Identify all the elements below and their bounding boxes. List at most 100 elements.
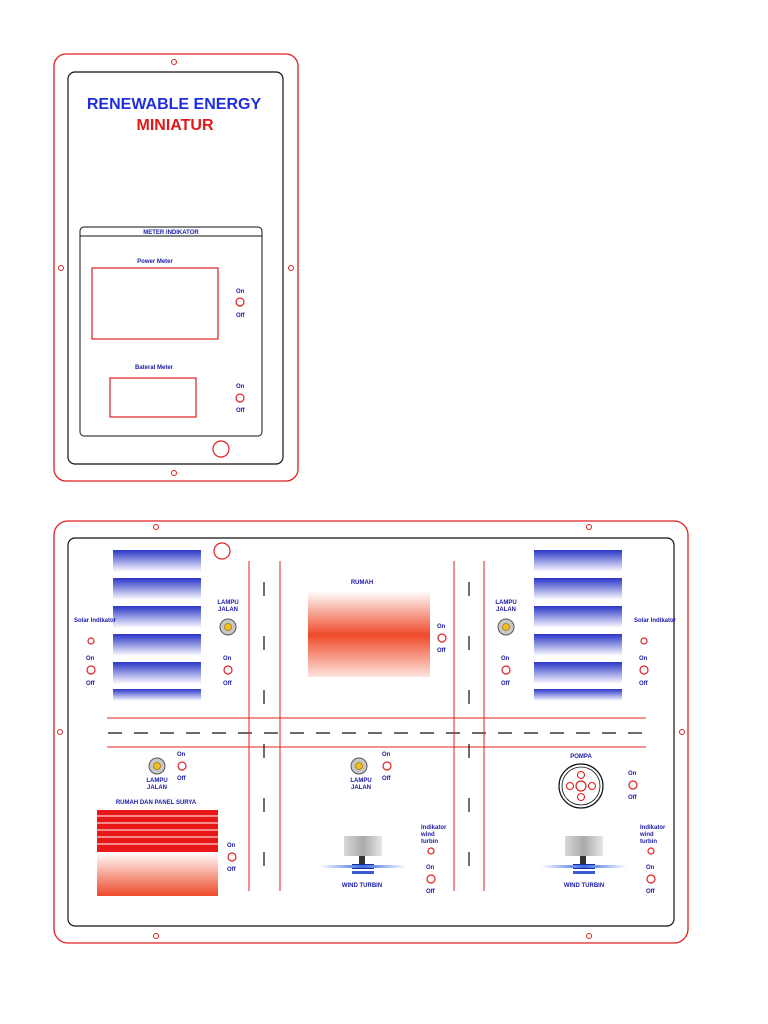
lamp-label: LAMPU [350, 778, 371, 784]
power-meter-label: Power Meter [137, 259, 173, 265]
solar-right-switch[interactable]: On Off [639, 656, 649, 687]
house-rumah: RUMAH [308, 580, 430, 677]
wind-indicator-label: turbin [421, 839, 438, 845]
meter-header: METER INDIKATOR [143, 230, 199, 236]
toggle-switch[interactable] [646, 874, 656, 884]
house-solar-switch[interactable]: On Off [227, 843, 237, 873]
wind-right-switch[interactable]: On Off [646, 865, 656, 895]
solar-left-switch[interactable]: On Off [86, 656, 96, 687]
toggle-switch[interactable] [639, 665, 649, 675]
battery-meter-label: Bateral Meter [135, 365, 174, 371]
solar-indicator-right: Solar Indikator [634, 618, 677, 645]
toggle-switch[interactable] [177, 761, 187, 771]
meter-indicator-box [79, 226, 263, 437]
wind-indicator-label: Indikator [421, 825, 447, 831]
power-button[interactable] [212, 440, 230, 458]
power-meter-switch[interactable]: On Off [235, 289, 246, 319]
top-panel-frame [67, 71, 284, 465]
switch-off-label: Off [646, 889, 656, 895]
house-roof [308, 591, 430, 635]
wind-indicator-label: wind [639, 832, 654, 838]
bottom-panel: Solar Indikator On Off Solar Indikator O… [53, 520, 689, 944]
mount-hole [57, 729, 63, 735]
lamp-bottom-middle-switch[interactable]: On Off [382, 752, 392, 782]
pump-label: POMPA [570, 754, 592, 760]
switch-on-label: On [639, 656, 648, 662]
switch-on-label: On [177, 752, 186, 758]
lamp-label: JALAN [351, 785, 371, 791]
pump-pompa: POMPA [558, 754, 604, 809]
toggle-switch[interactable] [235, 297, 245, 307]
toggle-switch[interactable] [223, 665, 233, 675]
switch-off-label: Off [628, 795, 638, 801]
lamp-top-right-switch[interactable]: On Off [501, 656, 511, 687]
top-panel: RENEWABLE ENERGY MINIATUR METER INDIKATO… [53, 53, 299, 482]
roof-solar-panel [97, 810, 218, 852]
switch-off-label: Off [223, 681, 233, 687]
switch-off-label: Off [426, 889, 436, 895]
street-lamp-bottom-left: LAMPU JALAN [146, 757, 168, 791]
street-lamp-bottom-middle: LAMPU JALAN [350, 757, 372, 791]
switch-off-label: Off [227, 867, 237, 873]
toggle-switch[interactable] [426, 874, 436, 884]
toggle-switch[interactable] [235, 393, 245, 403]
wind-turbine-right: WIND TURBIN [541, 836, 627, 889]
switch-on-label: On [236, 289, 245, 295]
wind-turbine-middle: WIND TURBIN [320, 836, 406, 889]
indicator-led [647, 847, 655, 855]
top-panel-outline [53, 53, 299, 482]
lamp-bottom-left-switch[interactable]: On Off [177, 752, 187, 782]
pump-switch[interactable]: On Off [628, 771, 638, 801]
power-button[interactable] [213, 542, 231, 560]
indicator-led [87, 637, 95, 645]
title-line2: MINIATUR [136, 117, 213, 134]
pump-icon [558, 763, 604, 809]
switch-on-label: On [227, 843, 236, 849]
toggle-switch[interactable] [382, 761, 392, 771]
switch-on-label: On [236, 384, 245, 390]
lamp-top-left-switch[interactable]: On Off [223, 656, 233, 687]
toggle-switch[interactable] [227, 852, 237, 862]
lamp-label: JALAN [147, 785, 167, 791]
battery-meter-display [109, 377, 197, 418]
toggle-switch[interactable] [86, 665, 96, 675]
mount-hole [171, 470, 177, 476]
turbine-blade [320, 865, 406, 868]
bottom-panel-frame [67, 537, 675, 927]
mount-hole [679, 729, 685, 735]
battery-meter-switch[interactable]: On Off [235, 384, 246, 414]
lamp-label: LAMPU [495, 600, 516, 606]
mount-hole [586, 524, 592, 530]
switch-off-label: Off [236, 313, 246, 319]
mount-hole [171, 59, 177, 65]
toggle-switch[interactable] [437, 633, 447, 643]
switch-off-label: Off [382, 776, 392, 782]
turbine-blade [541, 865, 627, 868]
lamp-label: JALAN [496, 607, 516, 613]
bottom-panel-outline [53, 520, 689, 944]
switch-on-label: On [646, 865, 655, 871]
switch-on-label: On [223, 656, 232, 662]
street-lamp-top-left: LAMPU JALAN [217, 600, 239, 636]
solar-indicator-label: Solar Indikator [634, 618, 677, 624]
solar-panel-left [113, 550, 201, 701]
house-switch[interactable]: On Off [437, 624, 447, 654]
wind-indicator-label: wind [420, 832, 435, 838]
switch-on-label: On [501, 656, 510, 662]
solar-indicator-label: Solar Indikator [74, 618, 117, 624]
switch-on-label: On [382, 752, 391, 758]
mount-hole [58, 265, 64, 271]
house-body [308, 635, 430, 677]
toggle-switch[interactable] [628, 780, 638, 790]
lamp-label: LAMPU [217, 600, 238, 606]
street-lamp-top-right: LAMPU JALAN [495, 600, 517, 636]
mount-hole [586, 933, 592, 939]
turbine-nacelle [344, 836, 382, 856]
mount-hole [288, 265, 294, 271]
switch-off-label: Off [177, 776, 187, 782]
power-meter-display [91, 267, 219, 340]
toggle-switch[interactable] [501, 665, 511, 675]
mount-hole [153, 933, 159, 939]
wind-middle-switch[interactable]: On Off [426, 865, 436, 895]
